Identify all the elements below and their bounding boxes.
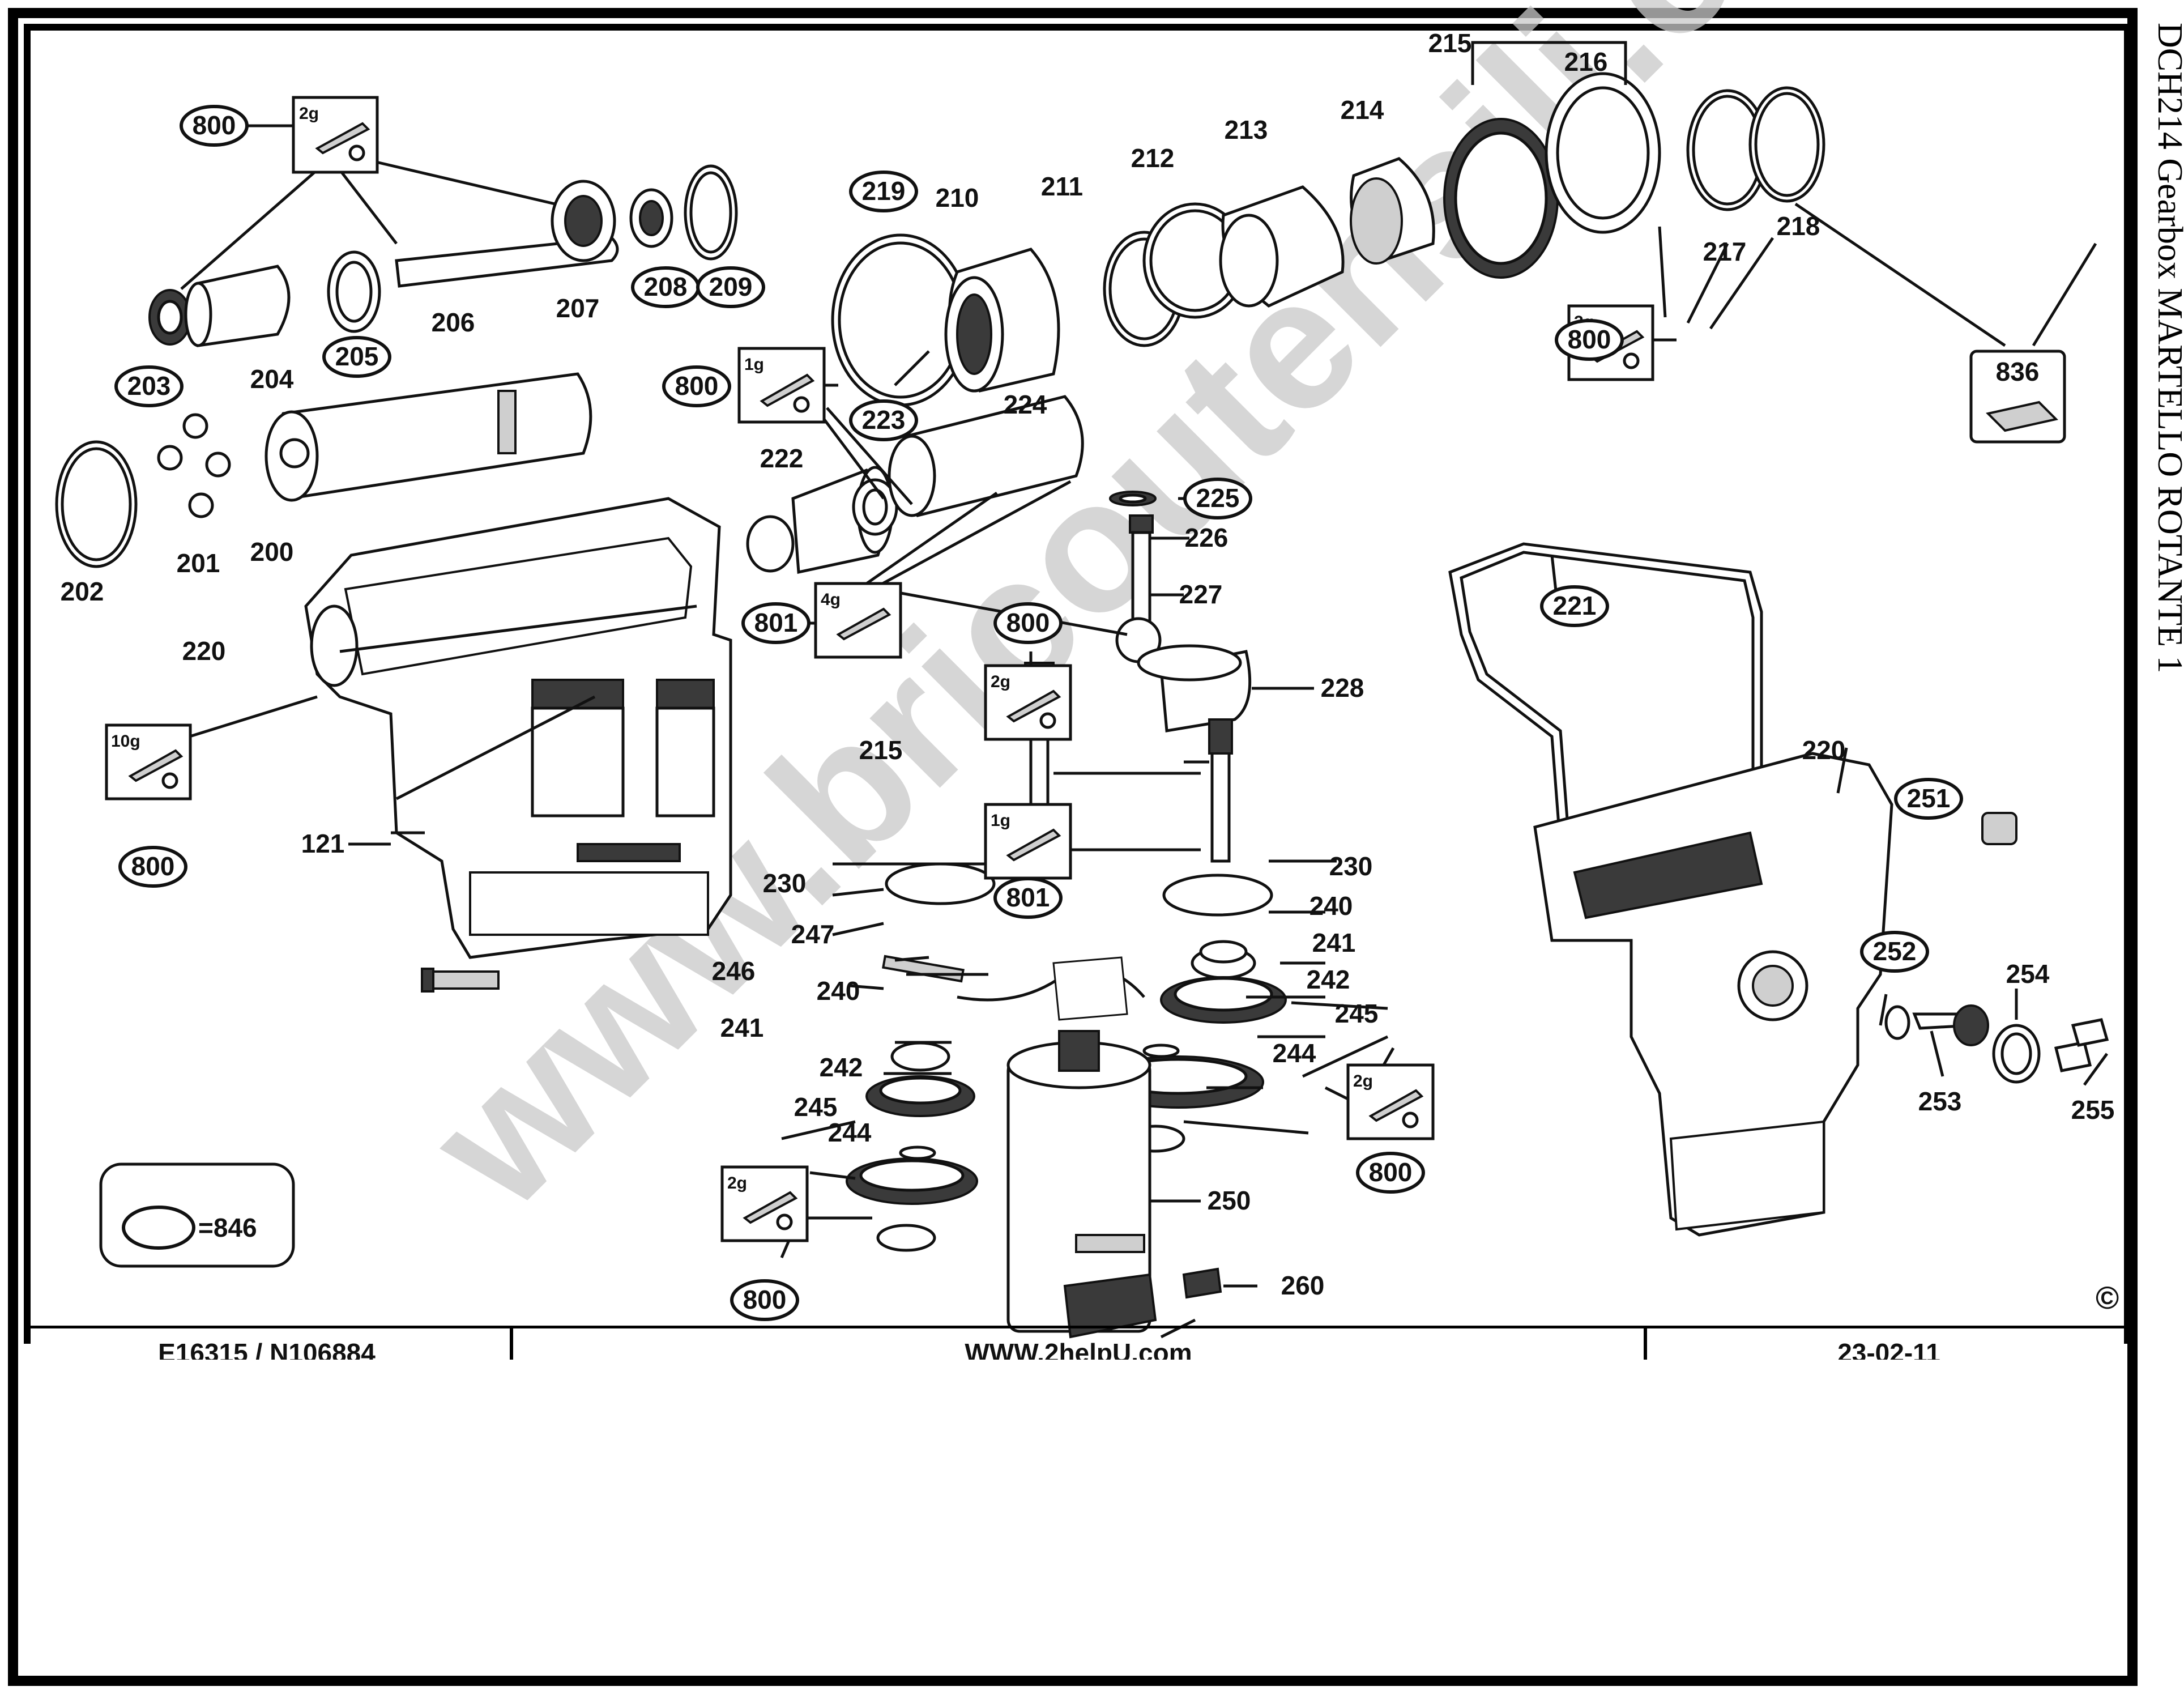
copyright-mark: © — [2096, 1280, 2119, 1315]
part-number-240: 240 — [1309, 891, 1353, 921]
kit-800-label: 800 — [1568, 325, 1611, 354]
part-number-225: 225 — [1196, 483, 1240, 513]
part-number-251: 251 — [1907, 783, 1951, 813]
part-number-255: 255 — [2071, 1095, 2115, 1125]
part-number-217: 217 — [1703, 237, 1747, 266]
part-number-202: 202 — [61, 577, 104, 606]
part-number-211: 211 — [1041, 172, 1083, 201]
part-number-210: 210 — [936, 183, 979, 212]
clutch-assembly — [831, 41, 1825, 407]
leader-lines — [151, 124, 2109, 1339]
part-number-216: 216 — [1564, 47, 1608, 76]
part-number-213: 213 — [1225, 115, 1268, 144]
part-number-204: 204 — [250, 364, 294, 394]
part-number-242: 242 — [820, 1053, 863, 1082]
part-number-203: 203 — [127, 371, 171, 401]
grease-2g-label: 2g — [1353, 1072, 1373, 1091]
part-number-220: 220 — [1802, 735, 1846, 765]
part-number-201: 201 — [177, 548, 220, 578]
part-number-207: 207 — [556, 293, 600, 323]
part-number-254: 254 — [2006, 959, 2050, 989]
part-number-206: 206 — [432, 308, 475, 337]
part-number-219: 219 — [862, 176, 906, 206]
part-number-242: 242 — [1307, 965, 1350, 994]
kit-800-label: 800 — [675, 371, 719, 401]
part-number-230: 230 — [1329, 851, 1373, 881]
part-number-121: 121 — [301, 829, 345, 858]
part-number-226: 226 — [1185, 523, 1228, 552]
footer-bar: E16315 / N106884 WWW.2helpU.com 23-02-11 — [24, 1326, 2131, 1360]
part-number-223: 223 — [862, 405, 906, 435]
kit-836-label: 836 — [1996, 357, 2040, 386]
part-number-205: 205 — [335, 342, 379, 371]
part-number-244: 244 — [1273, 1038, 1316, 1068]
part-number-253: 253 — [1918, 1087, 1962, 1116]
grease-1g-label: 1g — [744, 355, 764, 374]
kit-800-label: 800 — [131, 851, 175, 881]
part-number-245: 245 — [1335, 999, 1379, 1028]
gearbox-housing-right — [1533, 752, 2109, 1237]
gear-train — [846, 940, 1287, 1339]
kit-800-label: 800 — [1006, 608, 1050, 637]
part-number-labels: 203 204 205 206 207 208 209 200 201 202 … — [61, 28, 2115, 1300]
part-number-228: 228 — [1321, 673, 1364, 702]
grease-2g-label: 2g — [727, 1174, 747, 1193]
part-number-260: 260 — [1281, 1271, 1325, 1300]
grease-2g-label: 2g — [991, 672, 1010, 691]
part-number-215: 215 — [1428, 28, 1472, 58]
part-number-252: 252 — [1873, 936, 1917, 966]
grease-1g-label: 1g — [991, 811, 1010, 830]
part-number-222: 222 — [760, 444, 804, 473]
grease-4g-label: 4g — [821, 590, 841, 609]
exploded-parts-diagram: www.bricoutensili.com — [55, 0, 2119, 1339]
kit-800-label: 800 — [743, 1285, 787, 1314]
kit-800-label: 800 — [193, 110, 236, 140]
footer-rule — [24, 1326, 2131, 1328]
part-number-220: 220 — [182, 636, 226, 666]
kit-callouts — [99, 105, 1963, 1321]
gearbox-housing-left — [304, 497, 732, 993]
grease-2g-label: 2g — [299, 104, 319, 123]
page-title: DCH214 Gearbox MARTELLO ROTANTE 1 — [2151, 23, 2184, 674]
footer-website: WWW.2helpU.com — [965, 1338, 1192, 1360]
part-number-250: 250 — [1208, 1186, 1251, 1215]
part-number-246: 246 — [712, 956, 756, 986]
footer-divider — [1644, 1326, 1647, 1360]
part-number-200: 200 — [250, 537, 294, 567]
part-number-224: 224 — [1004, 390, 1047, 419]
kit-801-label: 801 — [1006, 883, 1050, 912]
part-number-214: 214 — [1341, 95, 1384, 125]
part-number-208: 208 — [644, 272, 688, 301]
part-number-240: 240 — [817, 976, 860, 1006]
diagram-frame — [24, 24, 2131, 1344]
part-number-241: 241 — [1312, 928, 1356, 957]
part-number-209: 209 — [709, 272, 753, 301]
part-number-212: 212 — [1131, 143, 1175, 173]
kit-801-label: 801 — [754, 608, 798, 637]
part-number-241: 241 — [720, 1013, 764, 1042]
part-number-227: 227 — [1179, 580, 1223, 609]
spindle-assembly — [55, 164, 738, 568]
part-number-218: 218 — [1777, 211, 1820, 241]
part-number-221: 221 — [1553, 591, 1597, 620]
footer-part-code: E16315 / N106884 — [158, 1338, 376, 1360]
legend-846: =846 — [198, 1213, 257, 1242]
part-number-245: 245 — [794, 1092, 838, 1122]
part-number-215: 215 — [859, 735, 903, 765]
footer-divider — [510, 1326, 513, 1360]
kit-800-label: 800 — [1369, 1157, 1413, 1187]
grease-10g-label: 10g — [111, 732, 140, 751]
part-number-244: 244 — [828, 1118, 872, 1147]
footer-date: 23-02-11 — [1837, 1338, 1940, 1360]
part-number-247: 247 — [791, 919, 835, 949]
part-number-230: 230 — [763, 868, 807, 898]
